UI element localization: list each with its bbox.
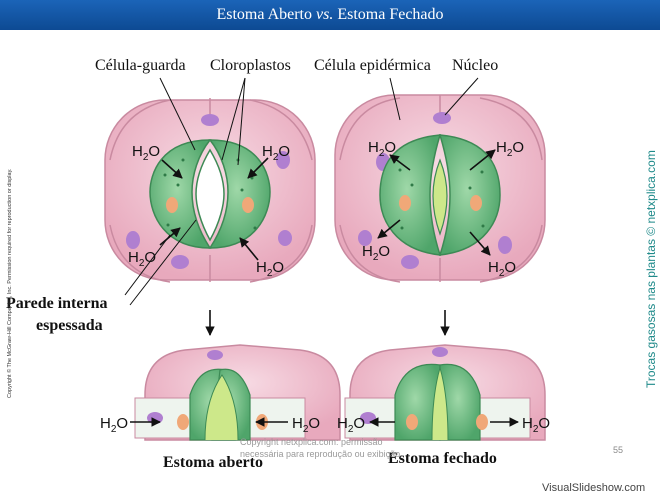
side-credit-vertical: Trocas gasosas nas plantas © netxplica.c… bbox=[644, 150, 658, 388]
watermark-line1: Copyright netxplica.com: permissão bbox=[240, 437, 383, 447]
svg-text:H2O: H2O bbox=[522, 415, 550, 435]
svg-text:H2O: H2O bbox=[292, 415, 320, 435]
label-chloroplasts: Cloroplastos bbox=[210, 57, 291, 74]
stomata-diagram: Célula-guarda Cloroplastos Célula epidér… bbox=[6, 57, 550, 470]
watermark: Copyright netxplica.com: permissão neces… bbox=[240, 436, 403, 460]
site-logo[interactable]: VisualSlideshow.com bbox=[542, 482, 646, 494]
title-bar: Estoma Aberto vs. Estoma Fechado bbox=[0, 0, 660, 30]
svg-text:H2O: H2O bbox=[128, 249, 156, 269]
label-epidermal-cell: Célula epidérmica bbox=[314, 57, 431, 74]
label-inner-wall-line2: espessada bbox=[36, 317, 103, 334]
title-vs: vs. bbox=[316, 6, 334, 23]
h2o-labels: H2O H2O H2O H2O H2O H2O H2O H2O H2O H2O … bbox=[100, 139, 550, 435]
water-arrows bbox=[130, 149, 519, 427]
svg-text:H2O: H2O bbox=[488, 259, 516, 279]
label-inner-wall-line1: Parede interna bbox=[6, 295, 107, 312]
open-stoma-side-view bbox=[134, 344, 341, 441]
svg-text:H2O: H2O bbox=[362, 243, 390, 263]
label-pointers bbox=[124, 77, 479, 306]
open-stoma-top-view bbox=[104, 98, 316, 283]
svg-text:Copyright © The McGraw-Hill Co: Copyright © The McGraw-Hill Companies, I… bbox=[6, 168, 13, 398]
page-number: 55 bbox=[613, 445, 624, 455]
label-open-stoma: Estoma aberto bbox=[163, 454, 263, 470]
watermark-line2: necessária para reprodução ou exibição. bbox=[240, 449, 403, 459]
svg-text:Trocas gasosas nas plantas © n: Trocas gasosas nas plantas © netxplica.c… bbox=[644, 150, 658, 388]
title-prefix: Estoma Aberto bbox=[216, 6, 316, 23]
transition-arrows bbox=[205, 310, 450, 336]
svg-text:H2O: H2O bbox=[368, 139, 396, 159]
svg-text:H2O: H2O bbox=[262, 143, 290, 163]
svg-text:H2O: H2O bbox=[100, 415, 128, 435]
closed-stoma-side-view bbox=[344, 344, 546, 441]
label-nucleus: Núcleo bbox=[452, 57, 498, 74]
title-suffix: Estoma Fechado bbox=[333, 6, 444, 23]
svg-text:H2O: H2O bbox=[337, 415, 365, 435]
svg-text:H2O: H2O bbox=[256, 259, 284, 279]
svg-text:H2O: H2O bbox=[496, 139, 524, 159]
copyright-vertical: Copyright © The McGraw-Hill Companies, I… bbox=[6, 168, 13, 398]
label-guard-cell: Célula-guarda bbox=[95, 57, 186, 74]
label-closed-stoma: Estoma fechado bbox=[388, 450, 497, 467]
svg-text:H2O: H2O bbox=[132, 143, 160, 163]
